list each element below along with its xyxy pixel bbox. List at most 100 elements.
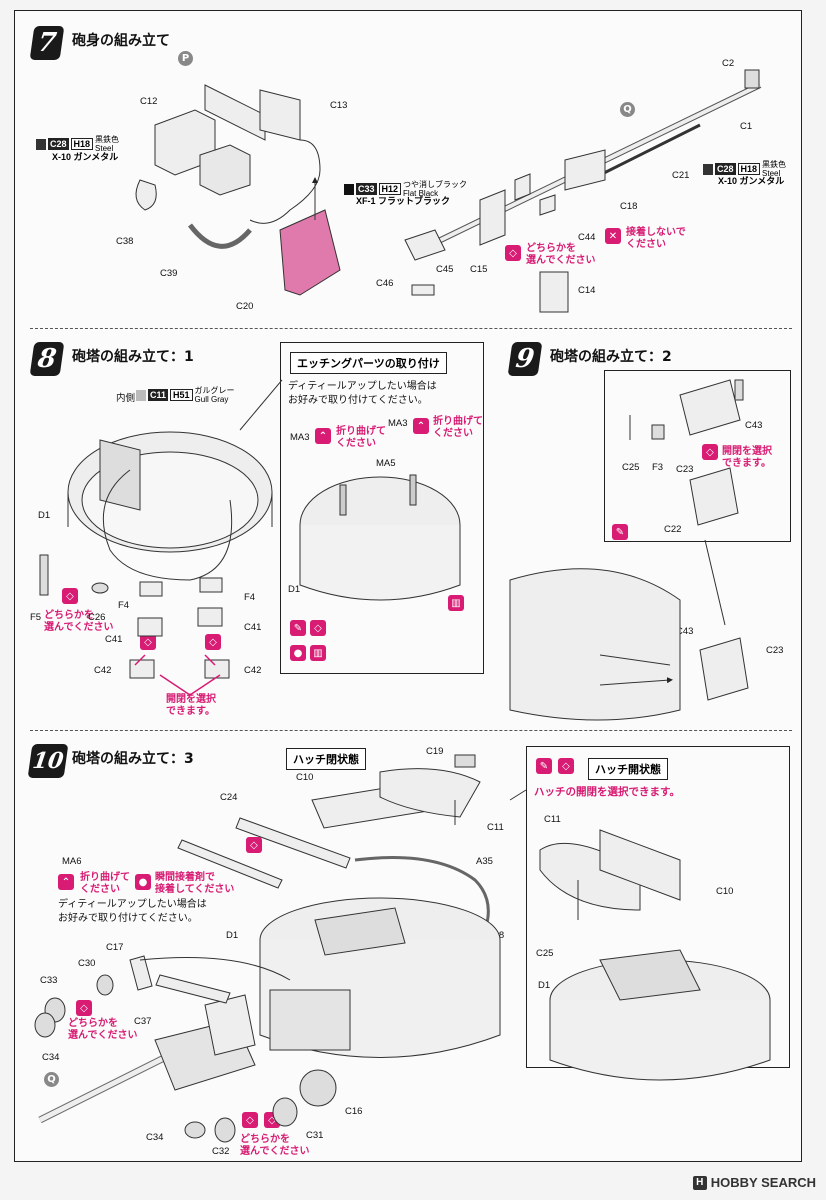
label-c23-b: C23 (766, 645, 784, 656)
label-c12: C12 (140, 96, 158, 107)
divider-2 (30, 730, 792, 731)
etch-note: ディティールアップしたい場合は お好みで取り付けてください。 (288, 381, 437, 406)
step7-no-glue-note: 接着しないで ください (626, 227, 686, 250)
step9-open-note: 開閉を選択 できます。 (722, 446, 772, 469)
label-d1-d: D1 (538, 980, 551, 991)
label-c21: C21 (672, 170, 690, 181)
label-c44: C44 (578, 232, 596, 243)
paint-c28-left-sub: X-10 ガンメタル (52, 152, 119, 162)
paint-c28-right-sub: X-10 ガンメタル (718, 176, 785, 186)
label-c11-b: C11 (544, 814, 561, 825)
label-c10-b: C10 (716, 886, 734, 897)
label-ma6: MA6 (62, 856, 82, 867)
label-ma3-b: MA3 (388, 418, 408, 429)
divider-1 (30, 328, 792, 329)
fold-icon-2: ⌃ (413, 418, 429, 434)
label-c32: C32 (212, 1146, 230, 1157)
label-c14: C14 (578, 285, 596, 296)
label-c1: C1 (740, 121, 753, 132)
label-c30: C30 (78, 958, 96, 969)
fold-note-2: 折り曲げて ください (433, 416, 483, 439)
choose-icon-c24: ◇ (246, 837, 262, 853)
step7-title: 砲身の組み立て (72, 33, 170, 49)
fold-note-1: 折り曲げて ください (336, 426, 386, 449)
label-d1-b: D1 (288, 584, 301, 595)
no-glue-icon: ✕ (605, 228, 621, 244)
label-c45: C45 (436, 264, 454, 275)
brush-icon-step9: ✎ (612, 524, 628, 540)
label-c33: C33 (40, 975, 58, 986)
label-c41-a: C41 (105, 634, 123, 645)
fold-icon-1: ⌃ (315, 428, 331, 444)
label-c26: C26 (88, 612, 106, 623)
label-c17: C17 (106, 942, 124, 953)
step10-choose-note-a: どちらかを 選んでください (68, 1018, 138, 1041)
tool-icon-2: ◇ (310, 620, 326, 636)
label-c15: C15 (470, 264, 488, 275)
label-c39: C39 (160, 268, 178, 279)
step7-choose-note: どちらかを 選んでください (526, 243, 596, 266)
etch-icon: ▥ (448, 595, 464, 611)
brush-icon-step10: ✎ (536, 758, 552, 774)
watermark-logo: H (692, 1175, 707, 1190)
step10-fold-note: 折り曲げて ください (80, 872, 130, 895)
label-f3: F3 (652, 462, 664, 473)
tool-icon-3: ● (290, 645, 306, 661)
hatch-open-title: ハッチ開状態 (588, 758, 668, 780)
marker-q-icon: Q (620, 102, 635, 117)
label-c41-b: C41 (244, 622, 262, 633)
tool-icon-4: ▥ (310, 645, 326, 661)
step10-glue-note: 瞬間接着剤で 接着してください (155, 872, 235, 895)
choose-icon-c33: ◇ (76, 1000, 92, 1016)
choose-icon-step8: ◇ (62, 588, 78, 604)
label-c37: C37 (134, 1016, 152, 1027)
label-ma3-a: MA3 (290, 432, 310, 443)
label-c43-b: C43 (676, 626, 694, 637)
label-d1-a: D1 (38, 510, 51, 521)
step8-open-note: 開閉を選択 できます。 (166, 694, 216, 717)
choose-icon: ◇ (505, 245, 521, 261)
label-c19: C19 (426, 746, 444, 757)
inner-label: 内側 (116, 393, 136, 404)
label-ma5: MA5 (376, 458, 396, 469)
label-c24: C24 (220, 792, 238, 803)
open-icon-2: ◇ (205, 634, 221, 650)
label-c43-a: C43 (745, 420, 763, 431)
label-c16: C16 (345, 1106, 363, 1117)
open-icon-step9: ◇ (702, 444, 718, 460)
label-c34-b: C34 (146, 1132, 164, 1143)
fold-icon-step10: ⌃ (58, 874, 74, 890)
step10-etch-note: ディティールアップしたい場合は お好みで取り付けてください。 (58, 899, 207, 924)
label-c46: C46 (376, 278, 394, 289)
label-c34-a: C34 (42, 1052, 60, 1063)
label-c10-a: C10 (296, 772, 314, 783)
label-c42-b: C42 (244, 665, 262, 676)
step10-title: 砲塔の組み立て：3 (72, 751, 194, 767)
watermark-text: HOBBY SEARCH (710, 1175, 816, 1190)
watermark: H HOBBY SEARCH (692, 1175, 816, 1190)
label-d1-c: D1 (226, 930, 239, 941)
label-c11-a: C11 (487, 822, 504, 833)
tool-icon-1: ✎ (290, 620, 306, 636)
label-c18: C18 (620, 201, 638, 212)
hatch-open-note: ハッチの開閉を選択できます。 (534, 786, 680, 798)
step10-choose-note-b: どちらかを 選んでください (240, 1134, 310, 1157)
step8-title: 砲塔の組み立て：1 (72, 349, 194, 365)
step8-choose-note: どちらかを 選んでください (44, 610, 114, 633)
choose-icon-c32: ◇ (242, 1112, 258, 1128)
label-c22: C22 (664, 524, 682, 535)
label-c25: C25 (622, 462, 640, 473)
label-c23-a: C23 (676, 464, 694, 475)
label-c42-a: C42 (94, 665, 112, 676)
label-c2: C2 (722, 58, 735, 69)
glue-icon-step10: ● (135, 874, 151, 890)
label-a35: A35 (476, 856, 493, 867)
